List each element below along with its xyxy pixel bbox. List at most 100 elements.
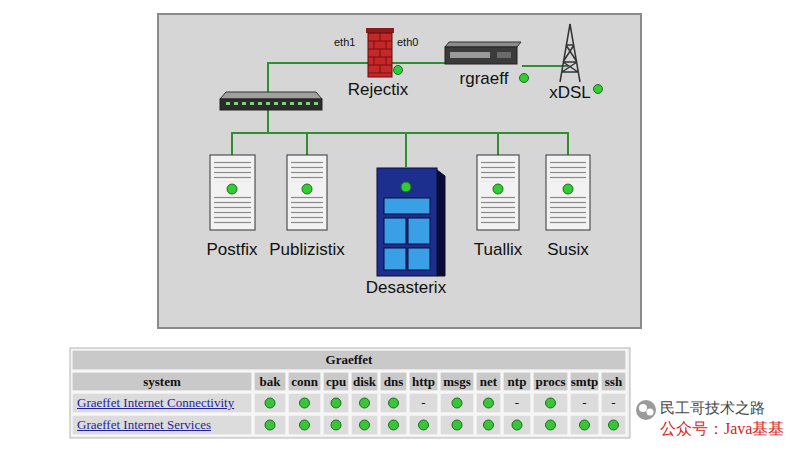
antenna-tower-part: [594, 85, 603, 94]
table-cell: [476, 372, 501, 391]
status-dot: [419, 420, 429, 430]
label-box: dns: [376, 374, 411, 389]
server-icon-part: [302, 184, 312, 194]
server-icon: [287, 155, 327, 230]
table-cell: [533, 372, 568, 391]
table-cell: [72, 372, 252, 391]
status-dot: [580, 420, 590, 430]
label-box: 民工哥技术之路: [660, 399, 796, 418]
device-label: Tuallix: [474, 240, 523, 260]
status-dot: [265, 420, 275, 430]
status-dot: [360, 398, 370, 408]
table-cell: [570, 372, 599, 391]
table-cell: [323, 415, 349, 435]
text-label: ntp: [508, 374, 527, 389]
table-cell: [323, 372, 349, 391]
status-dot: [512, 420, 522, 430]
table-cell: [570, 393, 599, 413]
label-box: Graeffet: [72, 352, 626, 367]
device-node: Postfix: [204, 155, 259, 260]
text-label: -: [582, 395, 586, 410]
server-icon-part: [210, 155, 255, 230]
table-cell: [380, 372, 407, 391]
device-label: xDSL: [549, 83, 591, 103]
table-cell: [440, 372, 474, 391]
server-icon-part: [291, 160, 323, 182]
device-label: rgraeff: [460, 69, 509, 89]
text-label: -: [515, 395, 519, 410]
table-cell: [476, 415, 501, 435]
server-icon-part: [481, 160, 515, 182]
table-cell: [503, 393, 531, 413]
server-icon-part: [408, 218, 430, 244]
text-label: ssh: [605, 374, 622, 389]
device-node: Publizistix: [267, 155, 347, 260]
table-cell: [72, 393, 252, 413]
status-dot: [300, 420, 310, 430]
device-node: Rejectix: [346, 30, 410, 100]
label-box: bak: [250, 374, 290, 389]
table-cell: [440, 415, 474, 435]
router-icon-part: [445, 42, 521, 47]
device-label: Susix: [547, 240, 589, 260]
watermark-logo: [636, 400, 656, 420]
text-label: disk: [353, 374, 376, 389]
status-dot: [546, 420, 556, 430]
server-icon-part: [214, 160, 251, 182]
table-cell: [323, 393, 349, 413]
switch-icon-part: [220, 92, 322, 99]
table-cell: [351, 372, 378, 391]
server-icon-part: [493, 184, 503, 194]
table-cell: [476, 393, 501, 413]
network-link: [268, 63, 406, 167]
label-box: -: [570, 395, 599, 410]
label-box: conn: [284, 374, 325, 389]
server-icon-part: [477, 155, 519, 230]
device-node: Tuallix: [472, 155, 525, 260]
table-cell: [601, 372, 626, 391]
firewall-icon-part: [366, 28, 394, 33]
firewall-icon-part: [368, 33, 392, 73]
device-node: Susix: [545, 155, 591, 260]
table-cell: [601, 393, 626, 413]
network-link: [410, 62, 446, 64]
label-box: 公众号：Java基基: [660, 419, 796, 439]
label-box: procs: [529, 374, 572, 389]
text-label: http: [412, 374, 435, 389]
table-cells: [72, 350, 626, 435]
status-dot: [484, 398, 494, 408]
text-label: 民工哥技术之路: [660, 399, 765, 417]
switch-icon-part: [224, 99, 318, 110]
label-box: eth1: [334, 36, 364, 49]
label-box: net: [472, 374, 505, 389]
server-icon-part: [401, 182, 411, 192]
table-cell: [409, 372, 438, 391]
network-link: [522, 65, 547, 67]
label-box: Graeffet Internet Connectivity: [77, 395, 253, 410]
server-icon-part: [550, 196, 586, 226]
switch-icon-part: [220, 99, 322, 110]
network-panel: [158, 14, 641, 328]
label-box: disk: [347, 374, 382, 389]
text-label: 公众号：Java基基: [660, 420, 784, 437]
device-node: rgraeff: [446, 42, 522, 89]
text-label: smtp: [571, 374, 598, 389]
firewall-icon-part: [368, 33, 392, 77]
status-dot: [300, 398, 310, 408]
text-label: procs: [535, 374, 565, 389]
server-icon-part: [214, 196, 251, 226]
text-label: eth1: [334, 36, 355, 48]
device-label: Desasterix: [366, 278, 446, 298]
router-icon-part: [497, 52, 511, 58]
label-box: http: [405, 374, 442, 389]
status-table: [70, 348, 630, 438]
firewall-icon: [366, 28, 403, 77]
label-box: -: [409, 395, 438, 410]
server-icon-part: [550, 160, 586, 182]
status-dot: [484, 420, 494, 430]
device-label: Publizistix: [269, 240, 345, 260]
table-cell: [409, 393, 438, 413]
table-cell: [72, 415, 252, 435]
label-box: msgs: [436, 374, 478, 389]
